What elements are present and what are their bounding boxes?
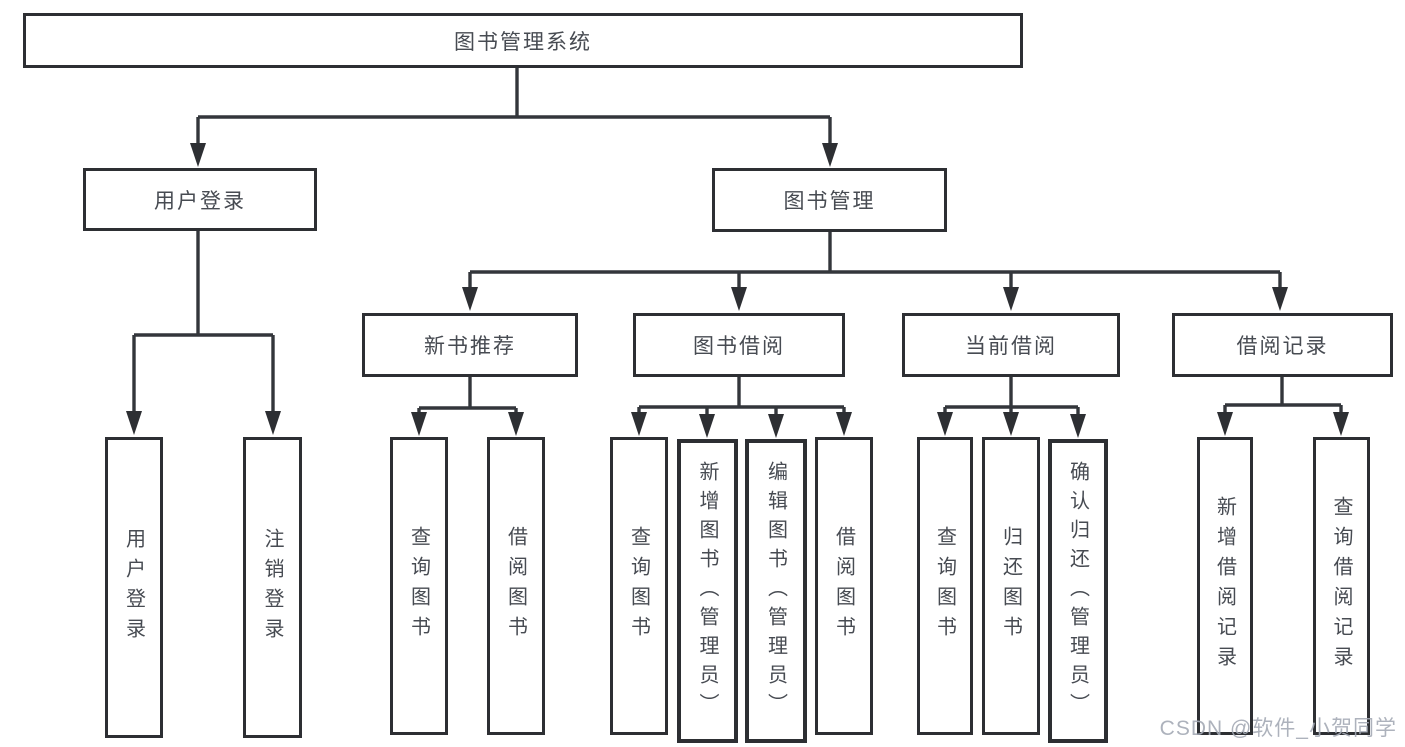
node-book-management: 图书管理 xyxy=(712,168,947,232)
node-library-management-system: 图书管理系统 xyxy=(23,13,1023,68)
node-query-book-under-borrowing: 查询图书 xyxy=(610,437,668,735)
node-confirm-return-admin: 确认归还（管理员） xyxy=(1048,439,1108,743)
node-return-book: 归还图书 xyxy=(982,437,1040,735)
node-logout-leaf: 注销登录 xyxy=(243,437,302,738)
node-borrow-book-under-borrowing: 借阅图书 xyxy=(815,437,873,735)
node-new-book-recommendation: 新书推荐 xyxy=(362,313,578,377)
node-user-login-leaf: 用户登录 xyxy=(105,437,163,738)
node-current-borrowing: 当前借阅 xyxy=(902,313,1120,377)
node-book-borrowing: 图书借阅 xyxy=(633,313,845,377)
node-query-borrow-record: 查询借阅记录 xyxy=(1313,437,1370,735)
node-borrow-book-under-recommendation: 借阅图书 xyxy=(487,437,545,735)
node-user-login: 用户登录 xyxy=(83,168,317,231)
node-edit-book-admin: 编辑图书（管理员） xyxy=(745,439,807,743)
node-query-book-under-recommendation: 查询图书 xyxy=(390,437,448,735)
node-add-borrow-record: 新增借阅记录 xyxy=(1197,437,1253,735)
node-borrowing-records: 借阅记录 xyxy=(1172,313,1393,377)
node-query-book-under-current: 查询图书 xyxy=(917,437,973,735)
node-add-book-admin: 新增图书（管理员） xyxy=(677,439,738,743)
